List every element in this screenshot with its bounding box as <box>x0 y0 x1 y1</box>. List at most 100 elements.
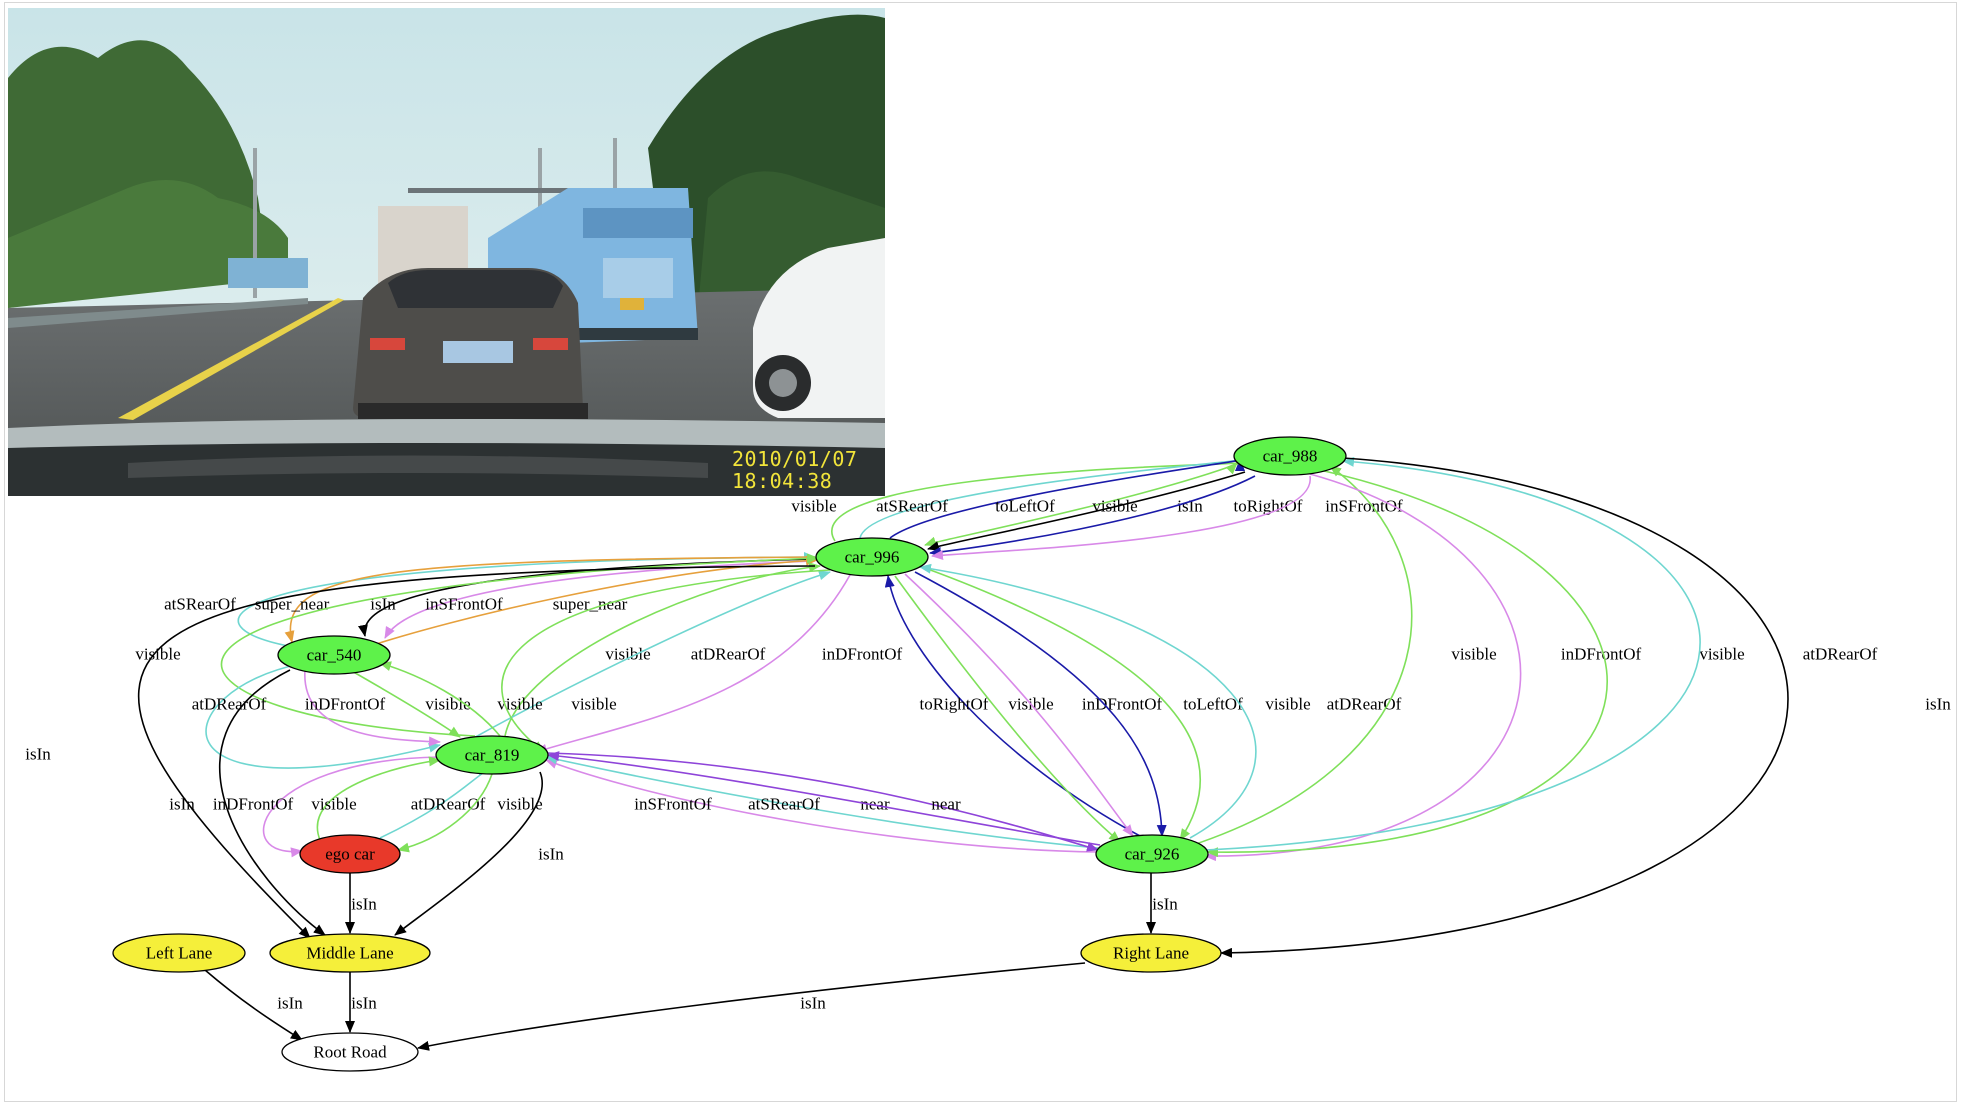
node-car-819: car_819 <box>435 735 549 775</box>
node-label: Left Lane <box>146 944 213 963</box>
edge-right_lane-isIn-root_road <box>417 962 1086 1051</box>
edge-label: isIn <box>169 795 195 814</box>
node-shape <box>435 735 549 775</box>
timestamp-date: 2010/01/07 <box>732 447 858 471</box>
node-car-926: car_926 <box>1095 834 1209 874</box>
edge-label: atSRearOf <box>748 795 820 814</box>
node-label: Right Lane <box>1113 944 1189 963</box>
edge-label: visible <box>135 645 180 664</box>
edge-label: visible <box>1451 645 1496 664</box>
node-middle-lane: Middle Lane <box>269 933 431 973</box>
edge-car_819-isIn-middle_lane <box>394 771 543 936</box>
node-shape <box>1233 436 1347 476</box>
edge-label: atDRearOf <box>1803 645 1878 664</box>
edge-car_988-inSFrontOf-car_996 <box>931 475 1311 561</box>
edge-label: isIn <box>800 994 826 1013</box>
edge-car_988-inDFrontOf-car_926 <box>1204 473 1522 862</box>
edge-label: near <box>931 795 961 814</box>
node-car-996: car_996 <box>815 537 929 577</box>
edge-car_819-visible-car_996 <box>504 562 821 737</box>
edge-car_926-atDRearOf-car_988 <box>1204 456 1701 851</box>
edge-label: toRightOf <box>920 695 989 714</box>
node-label: car_540 <box>307 646 362 665</box>
edge-label: visible <box>571 695 616 714</box>
edge-car_988-isIn-right_lane <box>1220 457 1789 958</box>
edge-label: isIn <box>1177 497 1203 516</box>
edge-label: inDFrontOf <box>305 695 386 714</box>
edge-car_819-visible-ego <box>397 773 493 853</box>
edge-label: visible <box>791 497 836 516</box>
edge-car_540-isIn-middle_lane <box>219 669 326 936</box>
node-car-540: car_540 <box>277 635 391 675</box>
edge-label: inSFrontOf <box>425 595 503 614</box>
edge-label: toLeftOf <box>1183 695 1243 714</box>
edge-car_540-atSRearOf-car_996 <box>237 552 816 649</box>
node-left-lane: Left Lane <box>112 933 246 973</box>
edge-label: toRightOf <box>1234 497 1303 516</box>
edge-label: isIn <box>370 595 396 614</box>
edge-car_926-toRightOf-car_996 <box>884 575 1141 837</box>
edge-label: isIn <box>277 994 303 1013</box>
edge-label: inDFrontOf <box>213 795 294 814</box>
edge-label: isIn <box>351 994 377 1013</box>
edge-label: isIn <box>1152 895 1178 914</box>
node-shape <box>281 1032 419 1072</box>
edge-layer: visible atSRearOf toLeftOf visible isIn toRig… <box>25 456 1951 1051</box>
edge-label: atDRearOf <box>691 645 766 664</box>
edge-car_996-toLeftOf-car_988 <box>889 459 1244 539</box>
edge-car_988-toRightOf-car_996 <box>929 475 1256 557</box>
edge-car_996-visible-car_926 <box>924 567 1201 841</box>
node-label: car_926 <box>1125 845 1180 864</box>
edge-label: visible <box>605 645 650 664</box>
edge-car_926-near-car_819 <box>547 751 1101 846</box>
node-car-988: car_988 <box>1233 436 1347 476</box>
edge-label: inSFrontOf <box>634 795 712 814</box>
node-ego: ego car <box>299 834 401 874</box>
node-label: car_988 <box>1263 447 1318 466</box>
node-shape <box>277 635 391 675</box>
edge-car_996-inDFrontOf-car_819 <box>535 574 851 754</box>
edge-car_996-visible-car_926 <box>894 575 1121 843</box>
edge-label: inDFrontOf <box>1082 695 1163 714</box>
edge-car_540-atDRearOf-car_819 <box>205 663 441 769</box>
edge-label: isIn <box>351 895 377 914</box>
edge-car_926-atSRearOf-car_819 <box>545 754 1099 849</box>
node-right-lane: Right Lane <box>1080 933 1222 973</box>
node-label: car_819 <box>465 746 520 765</box>
timestamp-time: 18:04:38 <box>732 469 833 493</box>
edge-label: visible <box>497 695 542 714</box>
edge-car_996-atSRearOf-car_988 <box>859 459 1243 539</box>
node-shape <box>112 933 246 973</box>
node-shape <box>1080 933 1222 973</box>
node-label: Middle Lane <box>306 944 393 963</box>
edge-label: atDRearOf <box>411 795 486 814</box>
edge-label: toLeftOf <box>995 497 1055 516</box>
edge-label: visible <box>1265 695 1310 714</box>
edge-label: atDRearOf <box>1327 695 1402 714</box>
edge-car_996-visible-car_540 <box>501 569 831 753</box>
node-shape <box>269 933 431 973</box>
edge-ego-visible-car_819 <box>316 756 441 841</box>
edge-car_996-super_near-car_540 <box>284 556 816 643</box>
node-shape <box>1095 834 1209 874</box>
dashcam-photo: 2010/01/07 18:04:38 <box>8 8 885 496</box>
edge-label: isIn <box>538 845 564 864</box>
edge-label: visible <box>1699 645 1744 664</box>
edge-car_988-visible-car_996 <box>924 462 1241 547</box>
node-label: car_996 <box>845 548 900 567</box>
edge-label: visible <box>311 795 356 814</box>
edge-car_819-inDFrontOf-ego <box>262 756 441 858</box>
edge-car_819-near-car_926 <box>545 752 1099 852</box>
edge-label: atDRearOf <box>192 695 267 714</box>
edge-car_996-isIn-car_540 <box>358 558 816 637</box>
edge-label: inSFrontOf <box>1325 497 1403 516</box>
node-root-road: Root Road <box>281 1032 419 1072</box>
edge-car_540-visible-car_819 <box>349 669 461 738</box>
edge-car_988-isIn-car_996 <box>927 471 1246 551</box>
edge-label: visible <box>497 795 542 814</box>
edge-left_lane-isIn-root_road <box>204 969 303 1041</box>
node-shape <box>815 537 929 577</box>
edge-label: isIn <box>25 745 51 764</box>
